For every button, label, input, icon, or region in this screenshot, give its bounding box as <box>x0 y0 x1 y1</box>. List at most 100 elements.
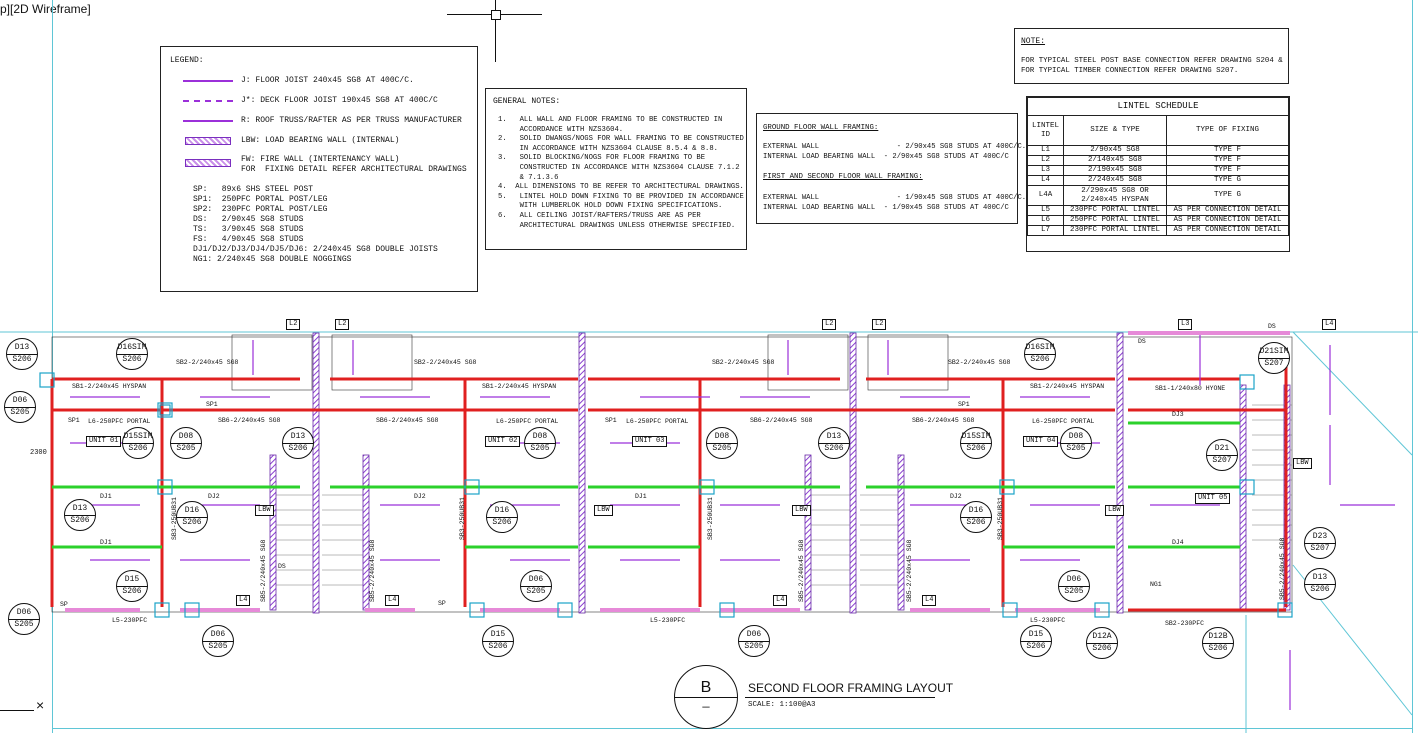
plan-label-ng1: NG1 <box>1150 581 1162 588</box>
general-notes-box: GENERAL NOTES: 1. ALL WALL AND FLOOR FRA… <box>485 88 747 250</box>
legend-lbw-text: LBW: LOAD BEARING WALL (INTERNAL) <box>241 136 400 145</box>
plan-scale: SCALE: 1:100@A3 <box>748 701 816 709</box>
lintel-col-id: LINTEL ID <box>1026 115 1065 146</box>
plan-label-sb1-u2: SB1-2/240x45 HYSPAN <box>482 383 557 390</box>
ground-framing-title: GROUND FLOOR WALL FRAMING: <box>763 124 879 132</box>
legend-box: LEGEND: J: FLOOR JOIST 240x45 SG8 AT 400… <box>160 46 478 292</box>
plan-label-l6-u4: L6-250PFC PORTAL <box>1032 418 1095 425</box>
plan-label-l6-u2: L6-250PFC PORTAL <box>496 418 559 425</box>
plan-label-sb5-e: SB5-2/240x45 SG8 <box>1279 537 1286 600</box>
fire-walls <box>269 332 1291 614</box>
plan-label-dj2-c: DJ2 <box>950 493 962 500</box>
plan-label-l5-a: L5-230PFC <box>112 617 148 624</box>
floor-plan[interactable] <box>0 315 1418 733</box>
plan-label-dj2-b: DJ2 <box>414 493 426 500</box>
plan-label-sp-a: SP <box>60 601 68 608</box>
section-marker: B — <box>674 665 738 729</box>
legend-truss-text: R: ROOF TRUSS/RAFTER AS PER TRUSS MANUFA… <box>241 116 462 125</box>
legend-joist-text: J: FLOOR JOIST 240x45 SG8 AT 400C/C. <box>241 76 414 85</box>
plan-label-sb2-u4: SB2-2/240x45 SG8 <box>948 359 1011 366</box>
legend-joist-line <box>183 80 233 82</box>
legend-fw-hatch <box>185 159 231 167</box>
lintel-col-fixing: TYPE OF FIXING <box>1165 115 1290 146</box>
frame-left-line <box>52 0 53 733</box>
title-underline <box>745 697 935 698</box>
ground-framing-text: EXTERNAL WALL - 2/90x45 SG8 STUDS AT 400… <box>763 143 1027 161</box>
unit-05-label: UNIT 05 <box>1195 493 1231 504</box>
tag-lbw-a: LBW <box>255 505 274 516</box>
unit-04-label: UNIT 04 <box>1023 436 1059 447</box>
upper-framing-title: FIRST AND SECOND FLOOR WALL FRAMING: <box>763 173 923 181</box>
plan-label-dj1-a: DJ1 <box>100 493 112 500</box>
tag-l2-b: L2 <box>335 319 350 330</box>
frame-bottom-line <box>52 728 1412 729</box>
ucs-icon: × <box>0 696 50 716</box>
plan-label-sb6-u1: SB6-2/240x45 SG8 <box>218 417 281 424</box>
note-title: NOTE: <box>1021 37 1046 46</box>
stairs <box>270 404 1292 586</box>
tag-l4-c: L4 <box>773 595 788 606</box>
plan-label-sp-b: SP <box>438 600 446 607</box>
lintel-schedule: LINTEL SCHEDULE LINTEL ID SIZE & TYPE TY… <box>1026 96 1290 252</box>
plan-label-sb1-u1: SB1-2/240x45 HYSPAN <box>72 383 147 390</box>
legend-truss-line <box>183 120 233 122</box>
tag-l4-top: L4 <box>1322 319 1337 330</box>
legend-title: LEGEND: <box>170 56 204 65</box>
viewport-label[interactable]: p][2D Wireframe] <box>0 2 91 16</box>
plan-label-ds-c: DS <box>1268 323 1276 330</box>
tag-l3-a: L3 <box>1178 319 1193 330</box>
plan-label-sb1-u3: SB1-2/240x45 HYSPAN <box>1030 383 1105 390</box>
plan-label-l5-b: L5-230PFC <box>650 617 686 624</box>
lintel-schedule-title: LINTEL SCHEDULE <box>1027 97 1289 116</box>
plan-label-dimension: 2300 <box>30 449 47 457</box>
plan-label-sb5-d: SB5-2/240x45 SG8 <box>906 539 913 602</box>
crosshair-cursor-icon[interactable] <box>447 0 542 62</box>
legend-posts-text: SP: 89x6 SHS STEEL POST SP1: 250PFC PORT… <box>193 185 438 264</box>
plan-label-ds-a: DS <box>278 563 286 570</box>
unit-02-label: UNIT 02 <box>485 436 521 447</box>
tag-l2-d: L2 <box>872 319 887 330</box>
plan-label-sb6-u4: SB6-2/240x45 SG8 <box>912 417 975 424</box>
plan-title: SECOND FLOOR FRAMING LAYOUT <box>748 681 954 695</box>
plan-label-sb6-u3: SB6-2/240x45 SG8 <box>750 417 813 424</box>
plan-label-sb3-d: SB3-250UB31 <box>997 497 1004 540</box>
plan-label-sb2-u1: SB2-2/240x45 SG8 <box>176 359 239 366</box>
plan-label-dj1-b: DJ1 <box>100 539 112 546</box>
unit-01-label: UNIT 01 <box>86 436 122 447</box>
